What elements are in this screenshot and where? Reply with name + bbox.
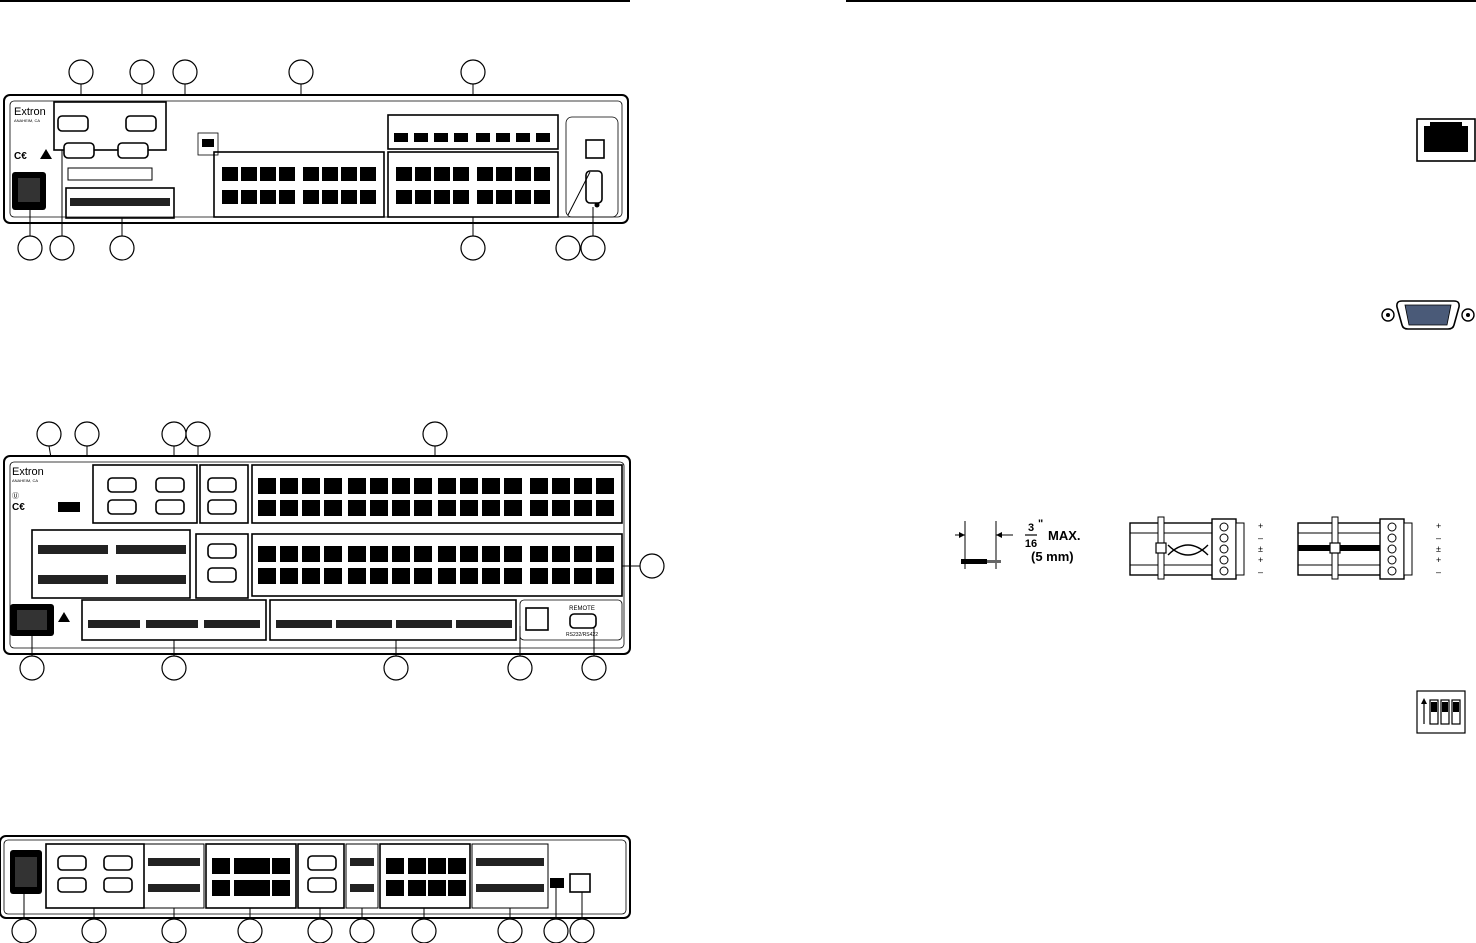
location-top: ANAHEIM, CA xyxy=(14,118,40,123)
svg-text:C€: C€ xyxy=(14,151,27,162)
remote-sub-label: RS232/RS422 xyxy=(566,632,598,638)
chassis-bottom xyxy=(0,835,631,919)
rj45-bank-top-right xyxy=(396,167,550,204)
wire-metric-label: (5 mm) xyxy=(1031,549,1074,564)
svg-text:Ⓤ: Ⓤ xyxy=(12,492,19,500)
rj45-bank-middle-lower xyxy=(258,546,614,584)
rear-panel-bottom xyxy=(0,835,631,943)
callout-circles-top xyxy=(68,59,486,85)
callout-circles-middle-top xyxy=(36,421,448,447)
lan-port-bottom[interactable] xyxy=(569,873,591,893)
wire-inch-mark: " xyxy=(1038,518,1043,530)
location-middle: ANAHEIM, CA xyxy=(12,478,38,483)
brand-middle: Extron xyxy=(12,466,44,478)
connector-diagram-1: + – ± + – xyxy=(1129,516,1263,580)
brand-top: Extron xyxy=(14,106,46,118)
wire-fraction-numerator: 3 xyxy=(1028,522,1034,534)
callout-circles-middle-bottom xyxy=(19,655,607,681)
connector-diagram-2: + – ± + – xyxy=(1297,516,1441,580)
remote-label: REMOTE xyxy=(569,606,595,612)
pin-label-2-2: – xyxy=(1436,533,1441,543)
pin-label-1-1: + xyxy=(1258,521,1263,531)
lan-port-middle[interactable] xyxy=(525,607,549,631)
wire-fraction-denominator: 16 xyxy=(1025,538,1037,550)
pin-label-2-5: – xyxy=(1436,567,1441,577)
lan-port-top[interactable] xyxy=(585,139,605,159)
pin-label-1-2: – xyxy=(1258,533,1263,543)
wire-strip-diagram: 3 " 16 MAX. (5 mm) xyxy=(955,518,1081,569)
wire-max-label: MAX. xyxy=(1048,528,1081,543)
pin-label-1-4: + xyxy=(1258,555,1263,565)
rj45-bank-bottom-left xyxy=(212,858,290,896)
rear-panel-middle: Extron ANAHEIM, CA Ⓤ C€ xyxy=(3,421,665,681)
db15-icon xyxy=(1381,300,1475,330)
callout-circles-bottom xyxy=(11,918,595,943)
rs232-port-middle[interactable] xyxy=(569,613,597,629)
pin-label-1-5: – xyxy=(1258,567,1263,577)
pin-label-1-3: ± xyxy=(1258,544,1263,554)
rj45-bank-top-left xyxy=(222,167,376,204)
rs232-port-top[interactable] xyxy=(585,170,603,204)
pin-label-2-4: + xyxy=(1436,555,1441,565)
rj45-bank-middle-upper xyxy=(258,478,614,516)
top-rule-left xyxy=(0,0,630,2)
rear-panel-top: Extron ANAHEIM, CA C€ xyxy=(3,59,629,261)
chassis-top xyxy=(3,94,629,224)
dip-switch-icon xyxy=(1416,690,1466,734)
svg-text:C€: C€ xyxy=(12,502,25,513)
callout-circles-top-bottom xyxy=(17,235,606,261)
rj45-bank-bottom-right xyxy=(386,858,466,896)
top-rule-right xyxy=(846,0,1476,2)
pin-label-2-3: ± xyxy=(1436,544,1441,554)
rj45-icon xyxy=(1416,118,1476,162)
pin-label-2-1: + xyxy=(1436,521,1441,531)
